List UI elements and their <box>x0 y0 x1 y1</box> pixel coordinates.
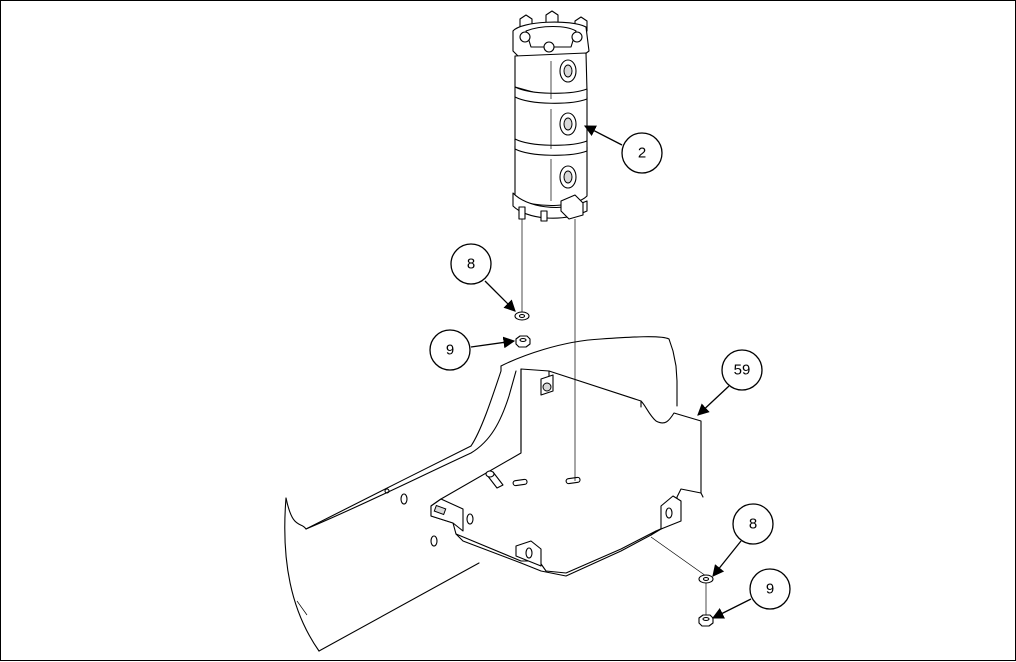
callout-label-8-lower: 8 <box>749 516 757 533</box>
leader-lines <box>470 125 752 619</box>
callout-9-lower: 9 <box>749 568 791 610</box>
callout-label-59: 59 <box>734 362 751 379</box>
callout-label-9-upper: 9 <box>446 342 454 359</box>
leader-59 <box>697 385 730 416</box>
callout-9-upper: 9 <box>429 329 471 371</box>
callout-label-2: 2 <box>638 145 646 162</box>
leader-9b <box>711 598 752 619</box>
nut-lower <box>698 614 714 627</box>
callout-59: 59 <box>721 349 763 391</box>
leader-8a <box>484 280 516 312</box>
washer-lower <box>698 574 714 616</box>
washer-upper <box>514 311 530 321</box>
callout-2: 2 <box>621 132 663 174</box>
callout-8-upper: 8 <box>450 243 492 285</box>
leader-9a <box>470 336 516 349</box>
pump-assembly <box>512 10 590 481</box>
callout-label-9-lower: 9 <box>766 581 774 598</box>
callout-8-lower: 8 <box>732 503 774 545</box>
leader-8b <box>712 540 742 577</box>
frame-panel <box>284 336 678 652</box>
nut-upper <box>515 335 531 348</box>
callout-label-8-upper: 8 <box>467 256 475 273</box>
leader-2 <box>583 125 623 146</box>
mounting-plate <box>430 368 707 577</box>
